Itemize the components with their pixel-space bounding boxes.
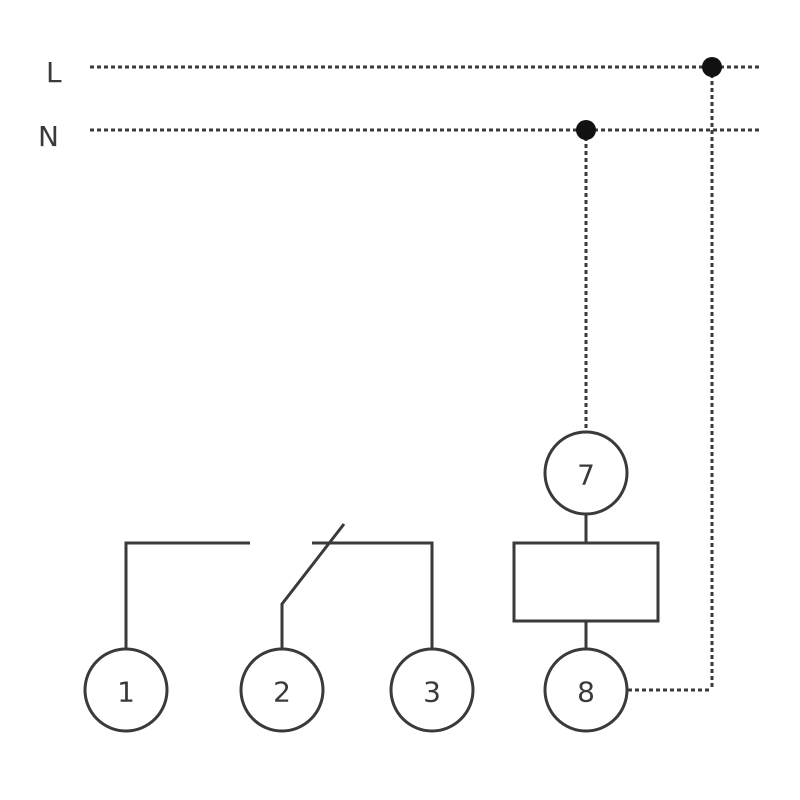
terminal-8: 8: [543, 647, 629, 733]
svg-text:1: 1: [117, 676, 135, 709]
svg-text:7: 7: [577, 459, 595, 492]
terminal-2: 2: [239, 647, 325, 733]
live-line-label: L: [46, 56, 62, 89]
switch-blade: [280, 523, 346, 648]
neutral-junction-dot: [576, 120, 596, 140]
relay-coil: [512, 541, 660, 623]
svg-text:3: 3: [423, 676, 441, 709]
svg-text:8: 8: [577, 676, 595, 709]
svg-text:2: 2: [273, 676, 291, 709]
terminal-3: 3: [389, 647, 475, 733]
contact-1-wire: [124, 541, 250, 648]
neutral-line-label: N: [38, 120, 59, 153]
contact-3-wire: [312, 541, 434, 648]
live-junction-dot: [702, 57, 722, 77]
terminal-7: 7: [543, 430, 629, 516]
terminal-1: 1: [83, 647, 169, 733]
